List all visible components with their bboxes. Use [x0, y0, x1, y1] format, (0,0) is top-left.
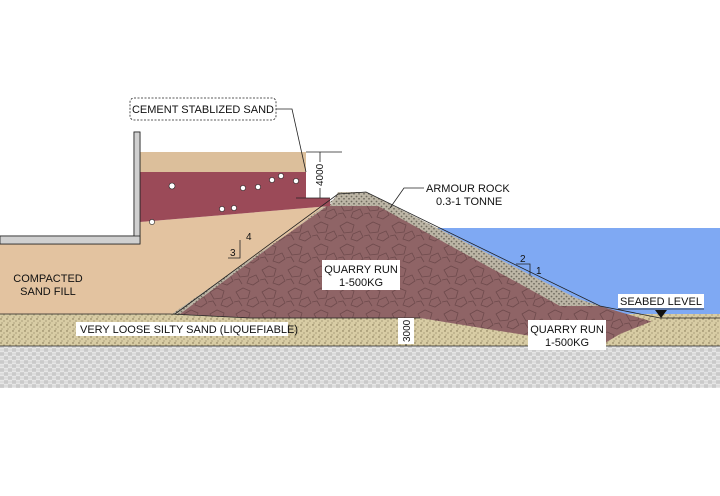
dim-3000-bg — [398, 318, 414, 344]
cement-sand-voids — [149, 173, 299, 225]
seabed-level-label: SEABED LEVEL — [620, 296, 702, 308]
quarry-core-label-1: QUARRY RUN — [324, 264, 398, 276]
retaining-wall — [0, 131, 141, 245]
cement-sand-red-layer — [136, 172, 330, 222]
slope-outline — [174, 191, 720, 319]
quarry-core-label-2: 1-500KG — [339, 277, 383, 289]
armour-rock-label-1: ARMOUR ROCK — [426, 183, 510, 195]
compacted-sand-label-1: COMPACTED — [13, 273, 83, 285]
land-slope-indicator — [228, 240, 241, 259]
dim-4000-text: 4000 — [315, 163, 326, 186]
sea-slope-h: 1 — [536, 266, 542, 277]
seabed-level-marker-icon — [655, 310, 667, 318]
seabed-mound — [600, 318, 720, 346]
sea-slope-indicator — [516, 263, 531, 276]
compacted-sand-fill — [0, 206, 330, 314]
quarry-core-label-bg — [322, 260, 400, 290]
dim-3000-text: 3000 — [402, 319, 413, 342]
armour-rock-label-2: 0.3-1 TONNE — [436, 196, 502, 208]
dim-4000-bg — [311, 162, 327, 188]
bedrock-layer — [0, 346, 720, 388]
quarry-toe-label-bg — [528, 320, 606, 350]
armour-rock-leader — [389, 187, 424, 209]
seabed-outline — [0, 313, 420, 319]
wall-stem — [133, 131, 141, 243]
loose-silty-sand-label: VERY LOOSE SILTY SAND (LIQUEFIABLE) — [80, 324, 298, 336]
quarry-toe-label-1: QUARRY RUN — [530, 324, 604, 336]
cement-sand-label: CEMENT STABLIZED SAND — [132, 104, 274, 116]
loose-sand-label-bg — [76, 322, 288, 336]
quarry-toe-label-2: 1-500KG — [545, 337, 589, 349]
armour-rock-layer — [330, 192, 600, 306]
cement-sand-top-layer — [136, 152, 306, 172]
compacted-sand-label-2: SAND FILL — [20, 286, 76, 298]
cement-sand-leader — [276, 108, 307, 173]
land-slope-v: 3 — [230, 248, 236, 259]
sea-slope-v: 2 — [520, 254, 526, 265]
wall-base — [0, 235, 141, 245]
seabed-label-bg — [618, 294, 704, 308]
land-slope-h: 4 — [246, 232, 252, 243]
